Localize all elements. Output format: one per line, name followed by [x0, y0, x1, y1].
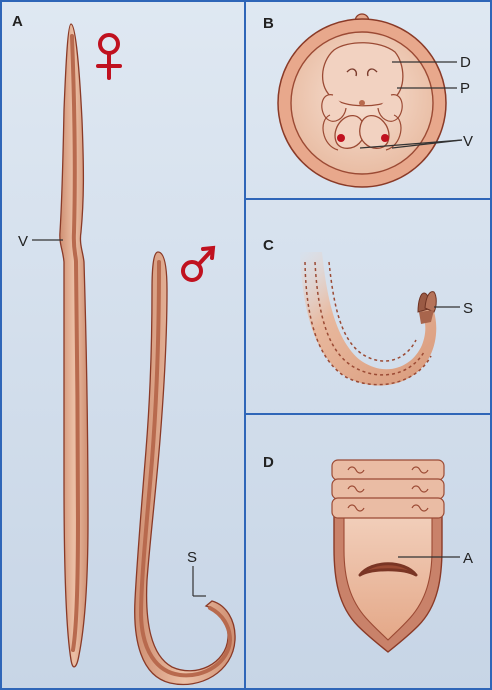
panel-b-letter: B [263, 15, 274, 32]
spicule-label-c: S [463, 300, 473, 317]
panel-c-letter: C [263, 237, 274, 254]
vulva-label: V [18, 233, 28, 250]
panel-a-letter: A [12, 13, 23, 30]
spicule-label-a: S [187, 549, 197, 566]
alae-label: A [463, 550, 473, 567]
dorsal-lip-label: D [460, 54, 471, 71]
papillae-label: P [460, 80, 470, 97]
ventral-lips-label: V [463, 133, 473, 150]
panel-d-letter: D [263, 454, 274, 471]
